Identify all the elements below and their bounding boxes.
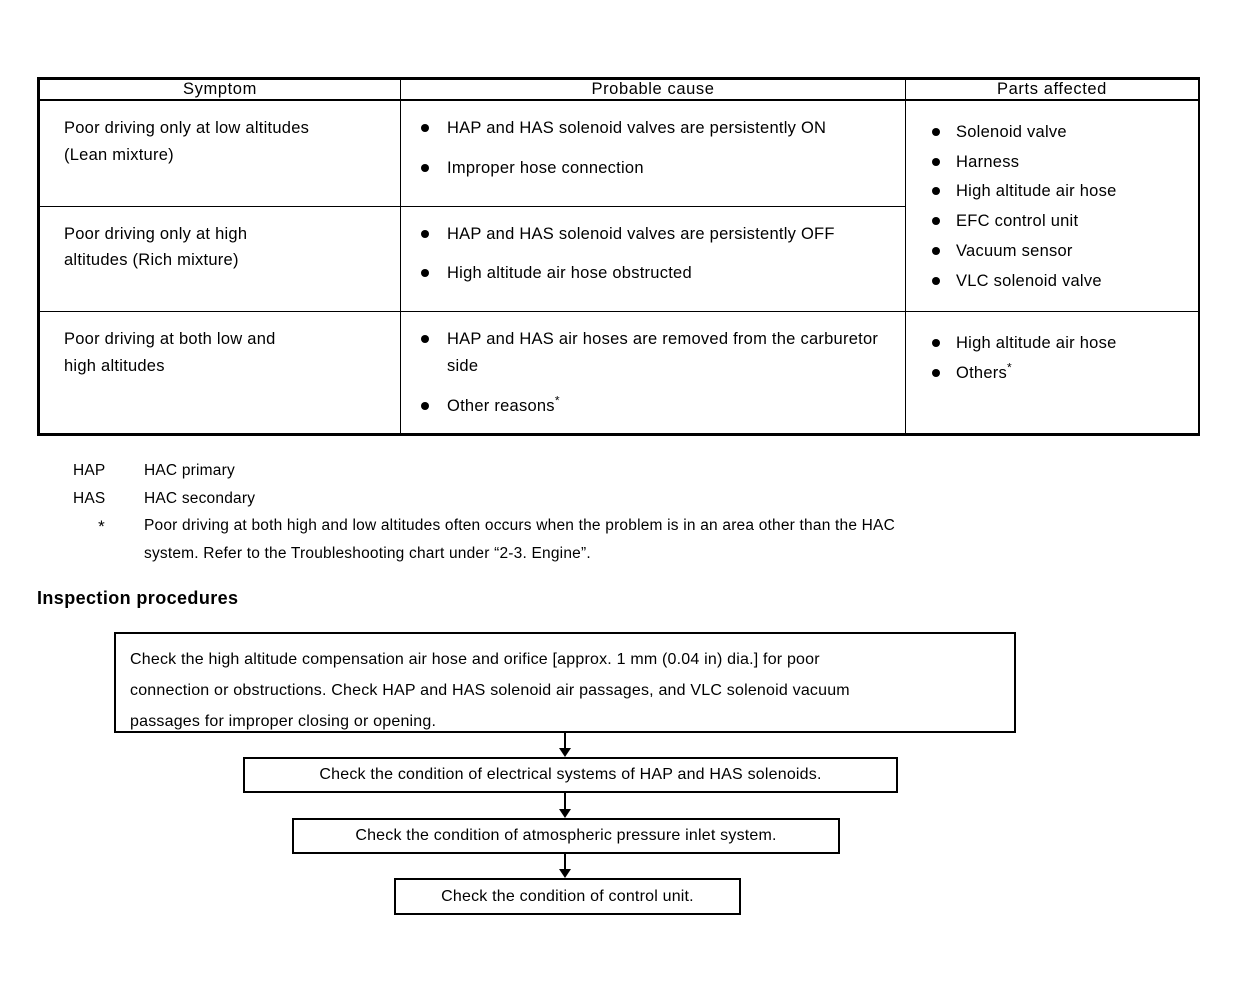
cell-symptom-1: Poor driving only at low altitudes (Lean… — [39, 99, 401, 207]
list-item: Others* — [924, 360, 1190, 387]
footnote-key: * — [98, 517, 105, 537]
footnote-marker: * — [554, 393, 560, 408]
list-item: EFC control unit — [924, 208, 1190, 235]
footnote-asterisk: * Poor driving at both high and low alti… — [73, 512, 1193, 567]
cause-list: HAP and HAS solenoid valves are persiste… — [413, 221, 895, 287]
cell-probable-cause-1: HAP and HAS solenoid valves are persiste… — [400, 99, 906, 207]
column-header-probable-cause: Probable cause — [400, 79, 906, 101]
flow-box-check-electrical-systems: Check the condition of electrical system… — [243, 757, 898, 793]
cause-list: HAP and HAS solenoid valves are persiste… — [413, 115, 895, 181]
footnote-marker: * — [1007, 360, 1012, 375]
list-item: Other reasons* — [413, 393, 895, 420]
flow-arrow-2 — [559, 809, 571, 818]
flow-box-check-control-unit: Check the condition of control unit. — [394, 878, 741, 915]
flow-arrow-3 — [559, 869, 571, 878]
column-header-symptom: Symptom — [39, 79, 401, 101]
troubleshooting-table: Symptom Probable cause Parts affected Po… — [37, 77, 1200, 437]
flow-box-line: connection or obstructions. Check HAP an… — [130, 682, 850, 700]
list-item: VLC solenoid valve — [924, 268, 1190, 295]
symptom-line: Poor driving at both low and — [64, 330, 276, 349]
footnotes: HAP HAC primary HAS HAC secondary * Poor… — [73, 457, 1193, 567]
cell-parts-affected-merged: Solenoid valve Harness High altitude air… — [905, 99, 1199, 313]
list-item: HAP and HAS air hoses are removed from t… — [413, 326, 895, 379]
table-row: Poor driving only at low altitudes (Lean… — [39, 99, 1199, 313]
diagnosis-table: Symptom Probable cause Parts affected Po… — [39, 79, 1199, 435]
footnote-value: HAC primary — [144, 462, 235, 479]
symptom-line: Poor driving only at high — [64, 224, 248, 243]
flow-box-line: passages for improper closing or opening… — [130, 713, 437, 731]
parts-list-group-1: Solenoid valve Harness High altitude air… — [924, 119, 1190, 294]
footnote-hap: HAP HAC primary — [73, 457, 1193, 485]
symptom-line: altitudes (Rich mixture) — [64, 251, 239, 270]
flow-connector-1 — [564, 733, 566, 751]
footnote-key: HAS — [73, 489, 106, 507]
cell-symptom-2: Poor driving only at high altitudes (Ric… — [39, 205, 401, 313]
list-item: Vacuum sensor — [924, 238, 1190, 265]
flow-connector-2 — [564, 793, 566, 811]
list-item: High altitude air hose — [924, 330, 1190, 357]
cell-symptom-3: Poor driving at both low and high altitu… — [39, 311, 401, 435]
footnote-value: HAC secondary — [144, 489, 256, 507]
flow-box-check-pressure-inlet: Check the condition of atmospheric press… — [292, 818, 840, 854]
footnote-line: Poor driving at both high and low altitu… — [144, 517, 895, 535]
symptom-line: high altitudes — [64, 357, 165, 376]
cell-probable-cause-3: HAP and HAS air hoses are removed from t… — [400, 311, 906, 435]
cause-list: HAP and HAS air hoses are removed from t… — [413, 326, 895, 419]
list-item: HAP and HAS solenoid valves are persiste… — [413, 221, 895, 248]
footnote-line: system. Refer to the Troubleshooting cha… — [144, 544, 591, 562]
list-item-text: Others — [956, 364, 1008, 383]
parts-list-group-2: High altitude air hose Others* — [924, 330, 1190, 386]
table-row: Poor driving at both low and high altitu… — [39, 311, 1199, 435]
list-item: Solenoid valve — [924, 119, 1190, 146]
flow-box-check-air-hose: Check the high altitude compensation air… — [114, 632, 1016, 733]
flow-arrow-1 — [559, 748, 571, 757]
flow-box-line: Check the high altitude compensation air… — [130, 651, 820, 668]
footnote-key: HAP — [73, 462, 106, 479]
list-item: Improper hose connection — [413, 155, 895, 182]
list-item: High altitude air hose obstructed — [413, 260, 895, 287]
cell-probable-cause-2: HAP and HAS solenoid valves are persiste… — [400, 205, 906, 313]
footnote-has: HAS HAC secondary — [73, 485, 1193, 513]
cell-parts-affected-3: High altitude air hose Others* — [905, 311, 1199, 435]
list-item: Harness — [924, 149, 1190, 176]
column-header-parts-affected: Parts affected — [905, 79, 1199, 101]
list-item: HAP and HAS solenoid valves are persiste… — [413, 115, 895, 142]
table-row: Poor driving only at high altitudes (Ric… — [39, 205, 1199, 313]
flow-connector-3 — [564, 854, 566, 872]
list-item: High altitude air hose — [924, 178, 1190, 205]
symptom-line: Poor driving only at low altitudes — [64, 119, 310, 137]
footnote-value: Poor driving at both high and low altitu… — [144, 512, 1193, 567]
list-item-text: Other reasons — [447, 396, 555, 415]
symptom-line: (Lean mixture) — [64, 145, 174, 164]
table-header-row: Symptom Probable cause Parts affected — [39, 79, 1199, 101]
page-title: Inspection procedures — [37, 588, 239, 608]
